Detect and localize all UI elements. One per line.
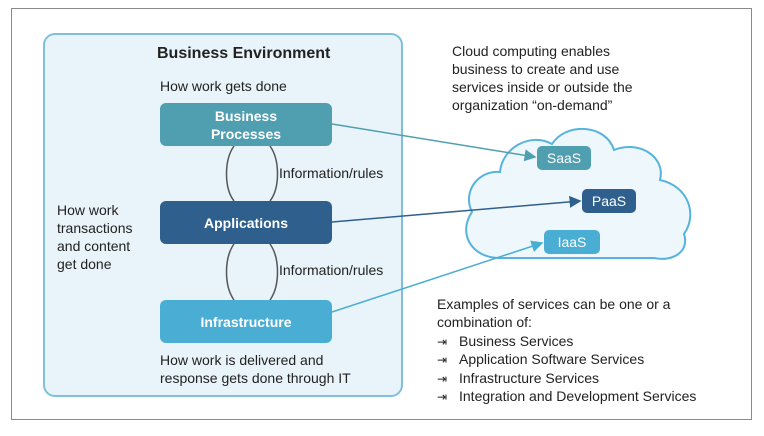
side-caption-line1: How work — [57, 202, 119, 218]
example-item-label: Application Software Services — [459, 351, 645, 367]
bullet-arrow-icon: ⇥ — [437, 390, 448, 404]
cloud-intro-line4: organization “on-demand” — [452, 97, 613, 113]
examples-intro-line1: Examples of services can be one or a — [437, 296, 671, 312]
bullet-arrow-icon: ⇥ — [437, 372, 448, 386]
connector-left-upper — [225, 145, 235, 202]
examples-intro-line2: combination of: — [437, 314, 532, 330]
arrow-infrastructure-to-iaas — [331, 240, 544, 313]
applications-label: Applications — [203, 214, 288, 231]
top-caption: How work gets done — [160, 78, 287, 94]
paas-box: PaaS — [582, 189, 636, 213]
bottom-caption-line2: response gets done through IT — [160, 370, 351, 386]
connector-right-lower — [269, 243, 279, 301]
side-caption-line3: and content — [57, 238, 131, 254]
applications-box: Applications — [160, 201, 332, 244]
cloud-intro-line2: business to create and use — [452, 61, 620, 77]
environment-title: Business Environment — [157, 45, 331, 62]
side-caption-line4: get done — [57, 256, 112, 272]
connector-label-upper: Information/rules — [279, 165, 384, 181]
business-processes-label-line2: Processes — [210, 125, 282, 142]
connector-left-lower — [225, 243, 235, 301]
business-processes-box: Business Processes — [160, 103, 332, 146]
arrow-processes-to-saas — [331, 123, 537, 162]
example-item-label: Business Services — [459, 333, 574, 349]
example-item: ⇥ Integration and Development Services — [437, 387, 696, 407]
bottom-caption-line1: How work is delivered and — [160, 352, 324, 368]
example-item-label: Integration and Development Services — [459, 388, 697, 404]
cloud-intro-line1: Cloud computing enables — [452, 43, 610, 59]
connector-right-upper — [269, 145, 279, 202]
infrastructure-box: Infrastructure — [160, 300, 332, 343]
example-item: ⇥ Business Services — [437, 332, 573, 352]
business-processes-label-line1: Business — [214, 107, 278, 124]
iaas-box: IaaS — [544, 230, 600, 254]
infrastructure-label: Infrastructure — [200, 313, 292, 330]
bullet-arrow-icon: ⇥ — [437, 353, 448, 367]
paas-label: PaaS — [591, 193, 627, 209]
example-item: ⇥ Application Software Services — [437, 350, 644, 370]
saas-box: SaaS — [537, 146, 591, 170]
example-item: ⇥ Infrastructure Services — [437, 369, 599, 389]
connector-label-lower: Information/rules — [279, 262, 384, 278]
saas-label: SaaS — [546, 150, 582, 166]
cloud-shape — [465, 128, 692, 260]
iaas-label: IaaS — [557, 234, 587, 250]
side-caption-line2: transactions — [57, 220, 133, 236]
cloud-intro-line3: services inside or outside the — [452, 79, 633, 95]
bullet-arrow-icon: ⇥ — [437, 335, 448, 349]
example-item-label: Infrastructure Services — [459, 370, 600, 386]
arrow-applications-to-paas — [331, 195, 582, 223]
